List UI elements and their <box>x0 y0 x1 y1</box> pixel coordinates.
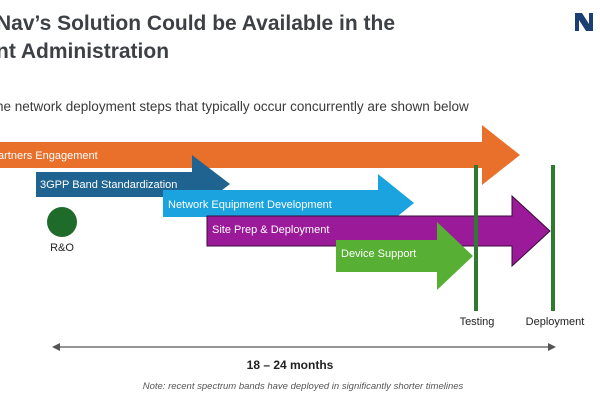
band-standardization-label: 3GPP Band Standardization <box>40 179 177 191</box>
band-standardization-arrow <box>36 155 230 213</box>
slide-title-line-1: Nav’s Solution Could be Available in the <box>0 12 396 35</box>
device-support-arrow <box>336 222 473 290</box>
slide-subtitle: he network deployment steps that typical… <box>0 99 469 114</box>
footnote: Note: recent spectrum bands have deploye… <box>143 381 464 392</box>
n-logo-icon <box>575 13 593 31</box>
partners-engagement-arrow <box>0 125 520 185</box>
testing-label: Testing <box>460 316 495 328</box>
partners-engagement-label: artners Engagement <box>0 150 98 162</box>
deployment-label: Deployment <box>526 316 585 328</box>
ro-marker-icon <box>47 207 77 237</box>
duration-label: 18 – 24 months <box>247 358 334 372</box>
network-equipment-label: Network Equipment Development <box>168 199 332 211</box>
slide-title-line-2: nt Administration <box>0 40 170 63</box>
ro-label: R&O <box>50 242 74 254</box>
duration-arrowhead-left-icon <box>52 343 60 351</box>
site-prep-arrow <box>206 194 551 268</box>
duration-arrowhead-right-icon <box>548 343 556 351</box>
network-equipment-arrow <box>163 174 414 232</box>
device-support-label: Device Support <box>341 248 416 260</box>
slide-title: Nav’s Solution Could be Available in the… <box>0 10 516 66</box>
site-prep-label: Site Prep & Deployment <box>212 224 329 236</box>
